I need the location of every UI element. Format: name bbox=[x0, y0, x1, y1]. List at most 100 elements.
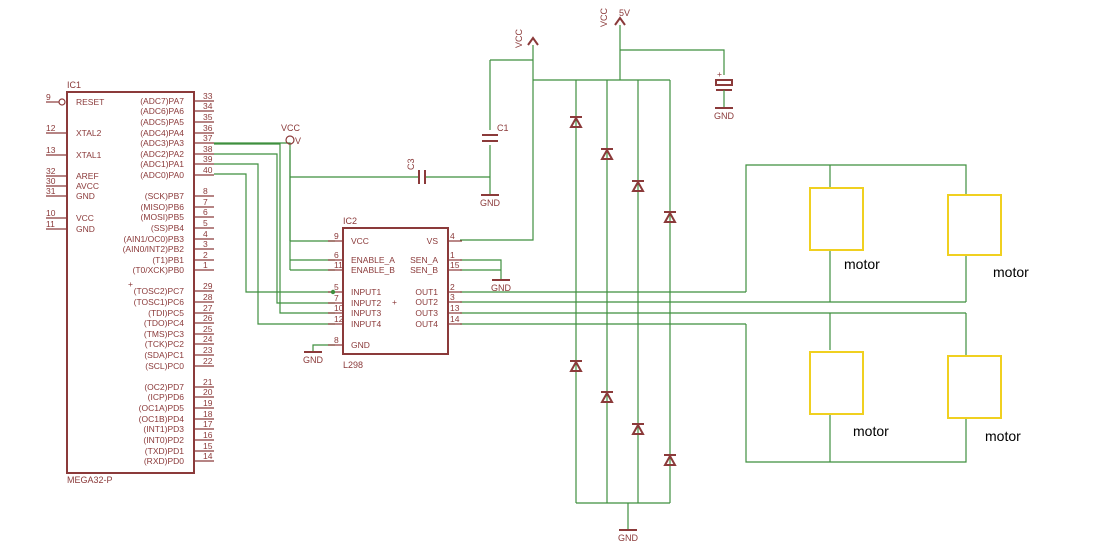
vcc-cap-label: VCC bbox=[514, 28, 524, 48]
ic2-pin-number: 1 bbox=[450, 250, 455, 260]
ic2-pin-name: INPUT4 bbox=[351, 319, 382, 329]
motor-4 bbox=[947, 355, 1002, 419]
gnd-symbol: GND bbox=[714, 107, 735, 121]
capacitor-c1: C1 bbox=[482, 123, 509, 142]
motor-label-2: motor bbox=[993, 264, 1029, 280]
gnd-symbol: GND bbox=[618, 529, 639, 543]
ic1-pin-name: RESET bbox=[76, 97, 104, 107]
ic1-pin-name: (ADC7)PA7 bbox=[140, 96, 184, 106]
ic1-pin-number: 20 bbox=[203, 387, 213, 397]
ic2-body bbox=[342, 227, 449, 355]
motor-2 bbox=[947, 194, 1002, 256]
ic1-pin-name: (SCL)PC0 bbox=[145, 361, 184, 371]
ic1-pin-number: 22 bbox=[203, 356, 213, 366]
ic1-pin-name: VCC bbox=[76, 213, 94, 223]
ic2-pin-name: SEN_A bbox=[410, 255, 438, 265]
motor-3 bbox=[809, 351, 864, 415]
ic1-pin-name: (RXD)PD0 bbox=[144, 456, 184, 466]
ic2-pin-name: GND bbox=[351, 340, 370, 350]
ic2-pin-number: 7 bbox=[334, 293, 339, 303]
ic1-pin-number: 40 bbox=[203, 165, 213, 175]
ic2-pin-name: VCC bbox=[351, 236, 369, 246]
ic1-pin-number: 24 bbox=[203, 334, 213, 344]
ic1-name: IC1 bbox=[67, 80, 81, 90]
vcc-arrow-5v: VCC 5V bbox=[599, 7, 630, 27]
vcc-arrow-cap: VCC bbox=[514, 28, 539, 48]
ic2-pin-name: VS bbox=[427, 236, 439, 246]
ic1-pin-name: (MISO)PB6 bbox=[141, 202, 185, 212]
polarized-capacitor: + bbox=[715, 69, 733, 108]
c3-label: C3 bbox=[406, 158, 416, 170]
ic1-pin-name: (ICP)PD6 bbox=[148, 392, 185, 402]
ic1-pin-name: AVCC bbox=[76, 181, 99, 191]
ic1-pin-name: (OC2)PD7 bbox=[144, 382, 184, 392]
ic1-pin-name: (SS)PB4 bbox=[151, 223, 184, 233]
ic1-pin-name: GND bbox=[76, 224, 95, 234]
gnd-label: GND bbox=[618, 533, 639, 543]
ic1-pin-number: 28 bbox=[203, 292, 213, 302]
ic1-pin-name: (TDO)PC4 bbox=[144, 318, 184, 328]
diode bbox=[569, 359, 583, 372]
vcc-ic-label: VCC bbox=[281, 123, 301, 133]
ic1-pin-name: (SDA)PC1 bbox=[144, 350, 184, 360]
ic2-pin-number: 11 bbox=[334, 260, 343, 270]
ic1-pin-number: 18 bbox=[203, 409, 213, 419]
ic2-pin-name: SEN_B bbox=[410, 265, 438, 275]
ic2-pin-number: 9 bbox=[334, 231, 339, 241]
ic1-pin-number: 31 bbox=[46, 186, 56, 196]
ic1-pin-number: 1 bbox=[203, 260, 208, 270]
ic1-pin-name: (TXD)PD1 bbox=[145, 446, 184, 456]
motor-label-4: motor bbox=[985, 428, 1021, 444]
ic1-pin-number: 16 bbox=[203, 430, 213, 440]
ic1-origin-mark: + bbox=[128, 279, 133, 289]
ic2-origin-mark: + bbox=[392, 297, 397, 307]
gnd-label: GND bbox=[480, 198, 501, 208]
ic1-pin-number: 25 bbox=[203, 324, 213, 334]
ic1-pin-name: (SCK)PB7 bbox=[145, 191, 184, 201]
ic2-pin-name: OUT1 bbox=[415, 287, 438, 297]
ic1-pin-number: 14 bbox=[203, 451, 213, 461]
gnd-symbol: GND bbox=[491, 279, 512, 293]
vcc-5v-label: VCC bbox=[599, 7, 609, 27]
ic1-pin-number: 36 bbox=[203, 123, 213, 133]
ic1-pin-name: (ADC6)PA6 bbox=[140, 106, 184, 116]
diode bbox=[631, 179, 645, 192]
gnd-symbol: GND bbox=[303, 351, 324, 365]
ic1-pin-number: 17 bbox=[203, 419, 213, 429]
diode bbox=[569, 115, 583, 128]
ic1-pin-name: (OC1B)PD4 bbox=[139, 414, 185, 424]
diode bbox=[663, 453, 677, 466]
ic2-pin-number: 5 bbox=[334, 282, 339, 292]
gnd-label: GND bbox=[491, 283, 512, 293]
ic1-pin-number: 12 bbox=[46, 123, 56, 133]
motor-label-3: motor bbox=[853, 423, 889, 439]
ic1-pin-number: 30 bbox=[46, 176, 56, 186]
ic1-pin-number: 5 bbox=[203, 218, 208, 228]
ic1-pin-name: (T0/XCK)PB0 bbox=[133, 265, 185, 275]
ic1-pin-name: (ADC5)PA5 bbox=[140, 117, 184, 127]
ic1-pin-name: (AIN0/INT2)PB2 bbox=[123, 244, 185, 254]
ic1-pin-number: 37 bbox=[203, 133, 213, 143]
ic1-value: MEGA32-P bbox=[67, 475, 113, 485]
ic1-pin-number: 35 bbox=[203, 112, 213, 122]
ic1-pin-name: (INT1)PD3 bbox=[143, 424, 184, 434]
ic1-pin-name: XTAL1 bbox=[76, 150, 102, 160]
ic1-pin-name: (TOSC2)PC7 bbox=[134, 286, 185, 296]
ic1-pin-name: (TCK)PC2 bbox=[145, 339, 184, 349]
ic1-pin-name: (ADC1)PA1 bbox=[140, 159, 184, 169]
ic2-pin-name: OUT4 bbox=[415, 319, 438, 329]
ic2-pin-number: 12 bbox=[334, 314, 344, 324]
ic2-pin-name: INPUT1 bbox=[351, 287, 382, 297]
ic2-pin-name: ENABLE_A bbox=[351, 255, 395, 265]
ic2-pin-name: OUT2 bbox=[415, 297, 438, 307]
ic1-pin-number: 11 bbox=[46, 219, 55, 229]
diode bbox=[600, 390, 614, 403]
